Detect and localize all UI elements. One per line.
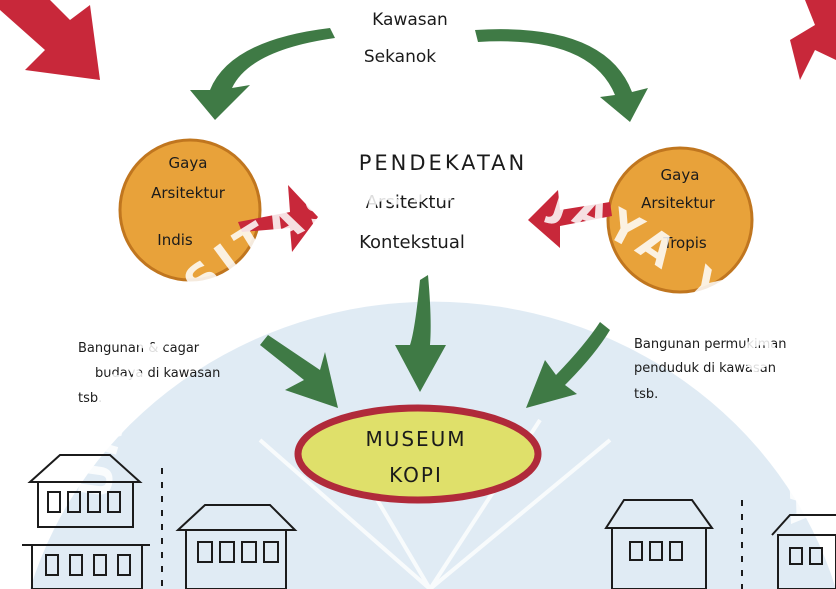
- house-sketch-right-1: [604, 499, 714, 589]
- circle-indis: [118, 138, 262, 282]
- top-label-line1: Kawasan: [372, 10, 448, 30]
- house-sketch-right-2: [771, 514, 836, 589]
- right-note-line2: penduduk di kawasan: [634, 361, 776, 376]
- house-sketch-left-2: [175, 504, 298, 589]
- arrow-red-left: [238, 185, 318, 252]
- left-note-line3: tsb.: [78, 391, 102, 406]
- right-note-line1: Bangunan permukiman: [634, 337, 786, 352]
- corner-arrow-topright: [790, 0, 836, 80]
- circle-tropis: [606, 146, 754, 294]
- museum-label-line2: KOPI: [389, 463, 443, 487]
- center-title: PENDEKATAN: [359, 151, 528, 175]
- circle-indis-line1: Gaya: [169, 154, 208, 172]
- center-subtitle-2: Kontekstual: [359, 232, 465, 253]
- circle-indis-line2: Arsitektur: [151, 184, 226, 202]
- arrow-top-left: [190, 28, 335, 120]
- center-subtitle-1: Arsitektur: [366, 192, 455, 213]
- left-note-line1: Bangunan & cagar: [78, 341, 200, 356]
- top-label-line2: Sekanok: [364, 47, 436, 67]
- museum-label-line1: MUSEUM: [365, 427, 466, 451]
- museum-ellipse: [294, 404, 542, 504]
- circle-tropis-line1: Gaya: [661, 166, 700, 184]
- arrow-down-center: [395, 275, 446, 392]
- circle-indis-line3: Indis: [157, 231, 193, 249]
- left-note-line2: budaya di kawasan: [95, 366, 220, 381]
- arrow-top-right: [475, 29, 648, 122]
- right-note-line3: tsb.: [634, 387, 658, 402]
- arrow-down-right: [526, 322, 610, 408]
- arrow-down-left: [260, 335, 338, 408]
- house-sketch-left-1: [22, 454, 150, 589]
- arrow-red-right: [528, 190, 612, 248]
- circle-tropis-line2: Arsitektur: [641, 194, 716, 212]
- circle-tropis-line3: Tropis: [662, 234, 707, 252]
- corner-arrow-topleft: [0, 0, 100, 80]
